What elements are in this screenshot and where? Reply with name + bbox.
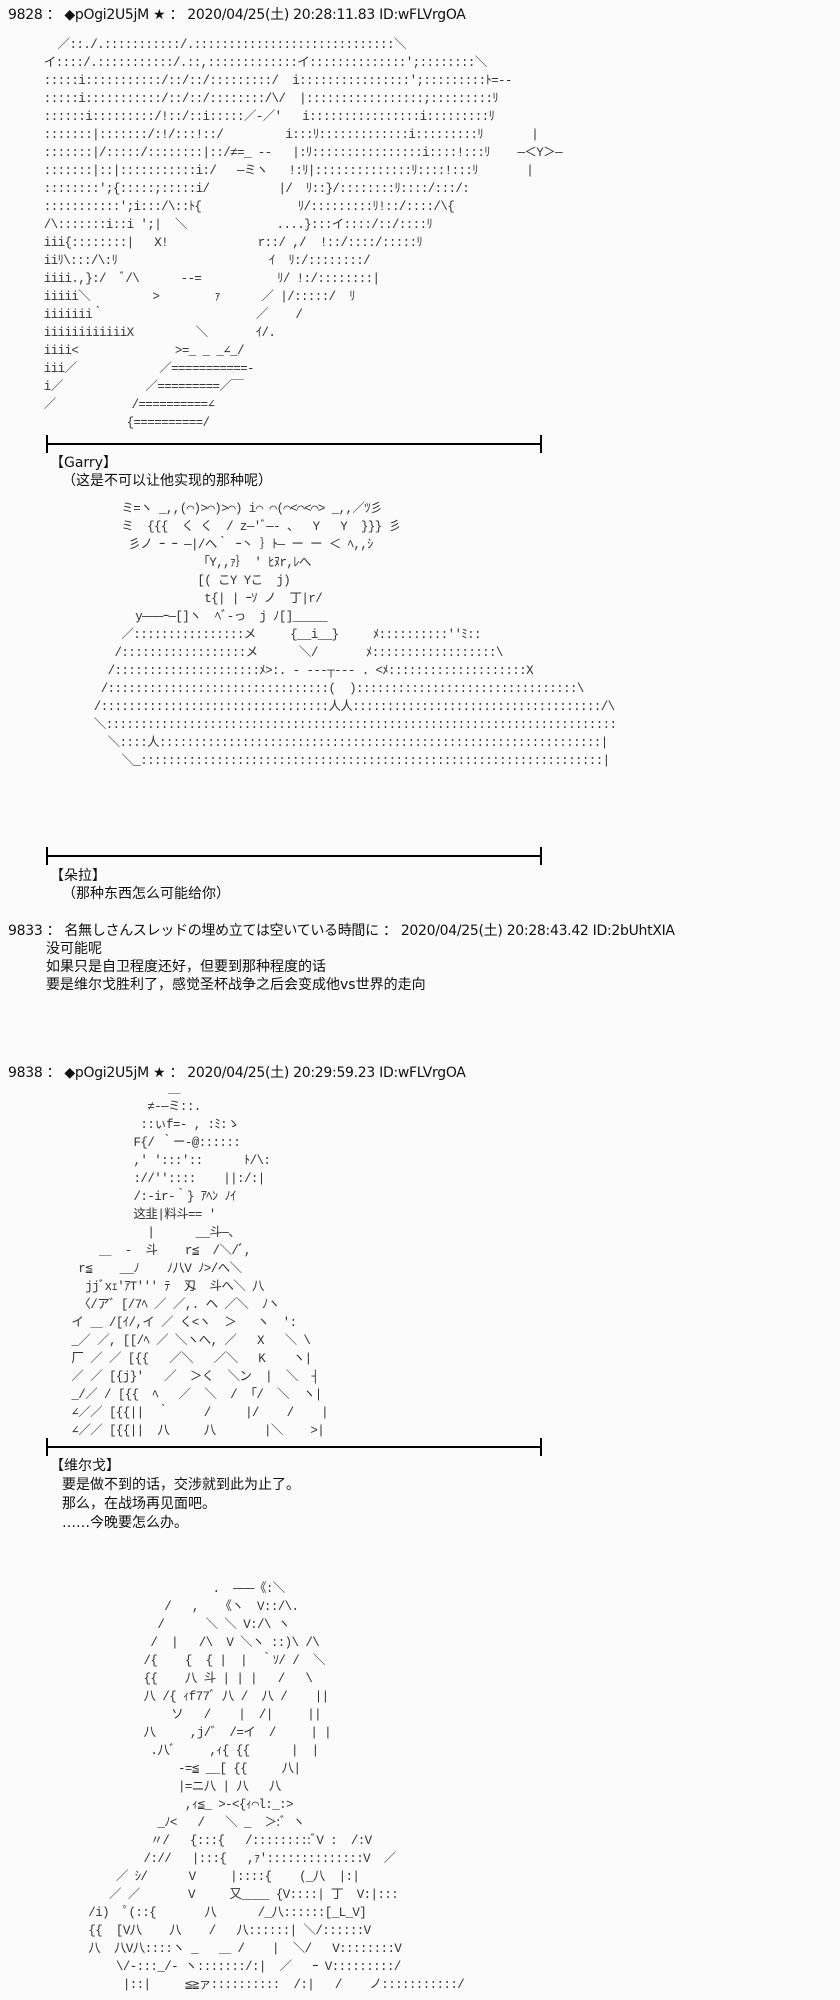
post-line: 没可能呢 [46, 941, 102, 957]
dialogue-line: （那种东西怎么可能给你） [62, 886, 230, 902]
ascii-art-garry: ／::./.:::::::::::/.:::::::::::::::::::::… [43, 38, 563, 430]
post-line: 如果只是自卫程度还好，但要到那种程度的话 [46, 959, 326, 975]
dialogue-line: 那么，在战场再见面吧。 [62, 1496, 216, 1512]
post-line: 要是维尔戈胜利了，感觉圣杯战争之后会变成他vs世界的走向 [46, 977, 426, 993]
dialogue-line: 要是做不到的话，交涉就到此为止了。 [62, 1477, 300, 1493]
speaker-label: 【维尔戈】 [50, 1458, 120, 1474]
dialogue-line: （这是不可以让他实现的那种呢） [62, 473, 272, 489]
scene-divider [46, 435, 542, 453]
post-9838-header: 9838 ： ◆pOgi2U5jM ★ ： 2020/04/25(土) 20:2… [8, 1065, 466, 1081]
speaker-label: 【朵拉】 [50, 868, 106, 884]
ascii-art-virgo: ＿ ≠-―ミ::. ::ぃf=- , :ﾐ:ゝ F{/ ｀ー-@:::::: ,… [71, 1082, 328, 1438]
speaker-label: 【Garry】 [50, 455, 117, 471]
post-9828-header: 9828 ： ◆pOgi2U5jM ★ ： 2020/04/25(土) 20:2… [8, 7, 466, 23]
ascii-art-dora: ミ=ヽ _,,(⌒)>⌒)>⌒) i⌒ ⌒(⌒<⌒<⌒> _,,／ﾂ彡 ミ {{… [93, 502, 617, 768]
ascii-art-figure: . ―――《:＼ / , 《ヽ V::/\. / ＼ ＼ V:/\ ヽ / | … [88, 1582, 465, 1992]
post-9833-header: 9833 ： 名無しさんスレッドの埋め立ては空いている時間に ： 2020/04… [8, 923, 675, 939]
scene-divider [46, 1438, 542, 1456]
dialogue-line: ……今晚要怎么办。 [62, 1515, 188, 1531]
scene-divider [46, 847, 542, 865]
